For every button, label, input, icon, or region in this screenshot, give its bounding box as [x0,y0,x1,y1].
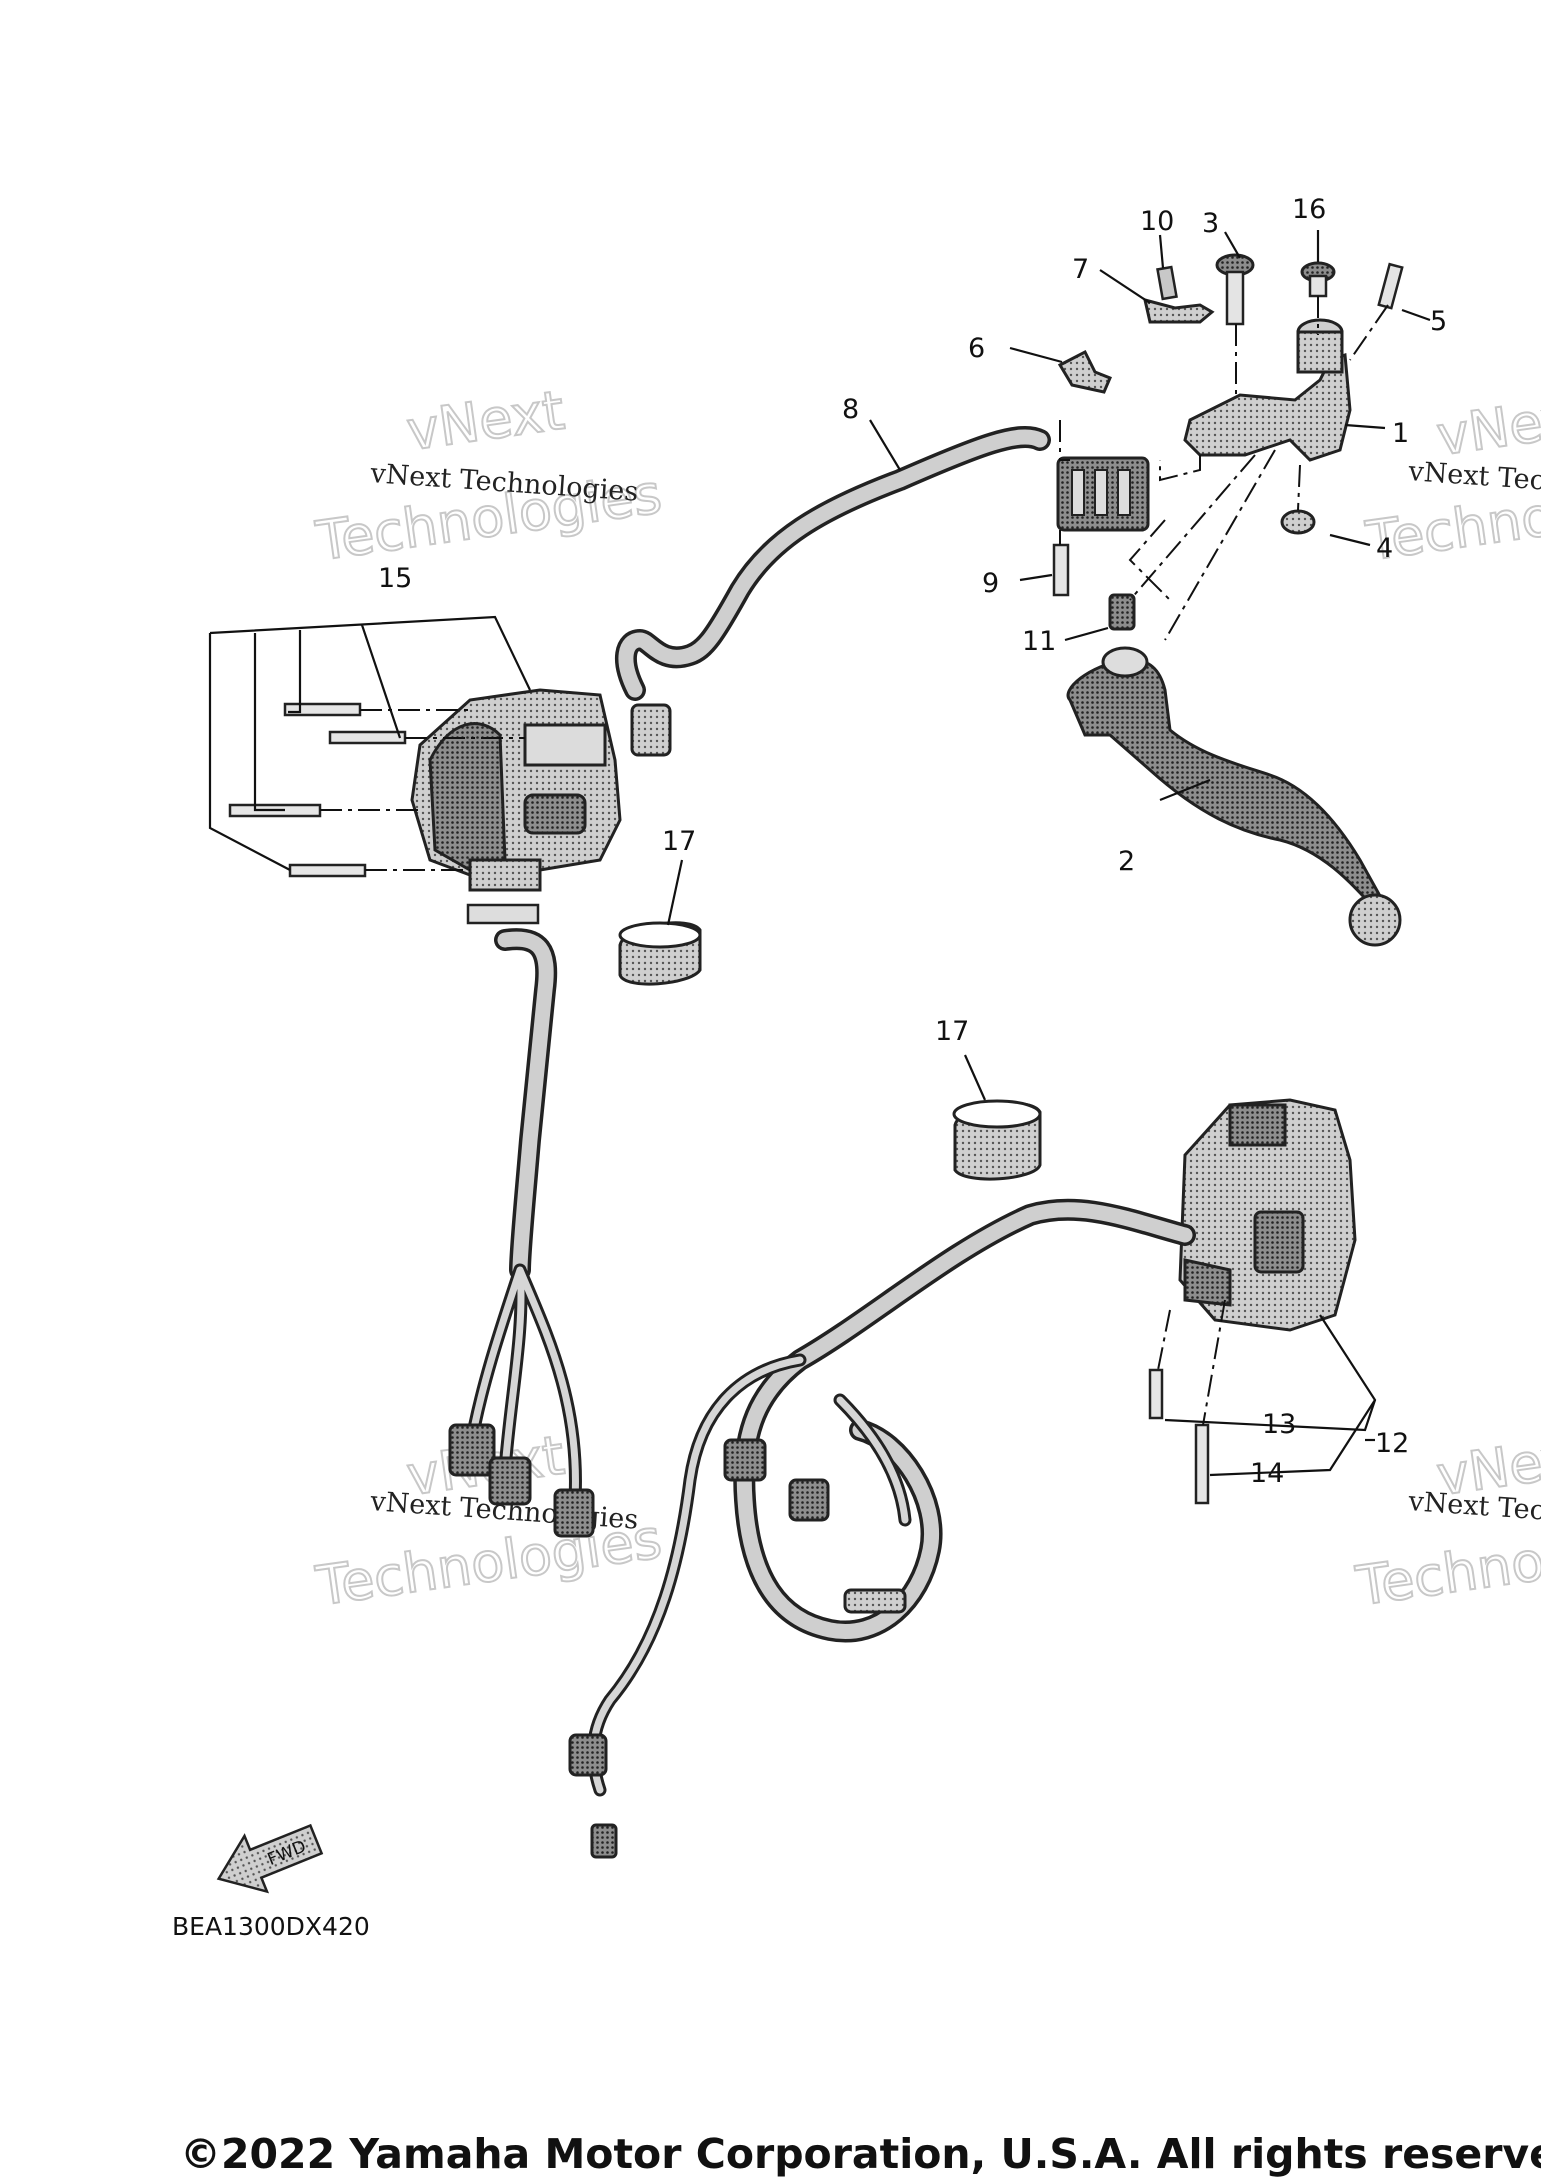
callout-13: 13 [1262,1409,1296,1440]
harness-clip [843,1588,907,1614]
callout-3: 3 [1202,208,1219,239]
switch-clamp [1183,1258,1232,1307]
switch-top-boss [1228,1103,1287,1147]
callout-1: 1 [1392,418,1409,449]
switch-rocker [523,793,587,835]
callout-14: 14 [1250,1458,1284,1489]
watermark-big-top: vNext [403,379,568,463]
callout-6: 6 [968,333,985,364]
harness-connector [590,1823,618,1859]
callout-4: 4 [1376,533,1393,564]
switch-screw [283,702,362,717]
harness-connector [553,1488,595,1538]
callout-17-lower: 17 [935,1016,969,1047]
callout-2: 2 [1118,846,1135,877]
callout-8: 8 [842,394,859,425]
handlebar-switch-15 [208,615,622,892]
copyright-notice: ©2022 Yamaha Motor Corporation, U.S.A. A… [180,2130,1541,2178]
fwd-arrow: FWD [216,1823,324,1894]
callout-9: 9 [982,568,999,599]
harness-connector [448,1423,496,1477]
handlebar-switch-12 [1148,1098,1357,1505]
fwd-arrow-icon [216,1823,324,1894]
lever-holder-body [1183,352,1352,462]
lead-connector [630,703,672,757]
callout-labels: 1 2 3 4 5 6 7 8 9 10 11 12 13 14 15 16 1… [378,194,1447,1489]
adjuster-6 [1057,349,1112,394]
bolt-9 [1052,543,1070,597]
callout-17-upper: 17 [662,826,696,857]
harness-grommet [466,903,540,925]
collar-11 [1108,593,1136,631]
lever-ball-end [1348,893,1402,947]
holder-boss-side [1296,330,1344,374]
clutch-switch-pin [1094,469,1108,516]
callout-10: 10 [1140,206,1174,237]
screw-5 [1377,262,1404,310]
lever-holder-assembly [1052,253,1404,641]
harness-connector [488,1456,532,1506]
switch-screw [288,863,367,878]
clutch-switch-pin [1071,469,1085,516]
switch-clamp [468,858,542,892]
diagram-code: BEA1300DX420 [172,1912,370,1941]
screw-13 [1148,1368,1164,1420]
band-17-upper [618,921,702,986]
switch-button [1253,1210,1305,1274]
watermark-top-left: vNext Technologies vNext Technologies [311,378,666,574]
left-switch-harness [448,903,595,1538]
right-switch-harness [568,1198,1196,1859]
screw-10 [1156,265,1178,301]
clip-7 [1142,297,1215,324]
screw-14 [1194,1423,1210,1505]
harness-connector [788,1478,830,1522]
cap-16-stem [1308,274,1328,298]
clutch-switch-lead [614,426,1051,757]
callout-5: 5 [1430,306,1447,337]
leader-lines [666,230,1431,1477]
clutch-switch-pin [1117,469,1131,516]
lever-pivot [1101,646,1149,678]
harness-connector [723,1438,767,1482]
switch-button [523,723,607,767]
callout-11: 11 [1022,626,1056,657]
band-17-lower [952,1099,1042,1181]
callout-15: 15 [378,563,412,594]
watermark-big-top: vNext [1433,384,1541,468]
callout-7: 7 [1072,254,1089,285]
bolt-3-shank [1225,270,1245,326]
switch-screw [328,730,407,745]
callout-16: 16 [1292,194,1326,225]
watermark-text: vNext Technologies [1407,1486,1541,1536]
clutch-lever-2 [1066,646,1402,947]
switch-front [428,722,507,872]
nut-4 [1280,509,1316,535]
harness-connector [568,1733,608,1777]
callout-12: 12 [1375,1428,1409,1459]
